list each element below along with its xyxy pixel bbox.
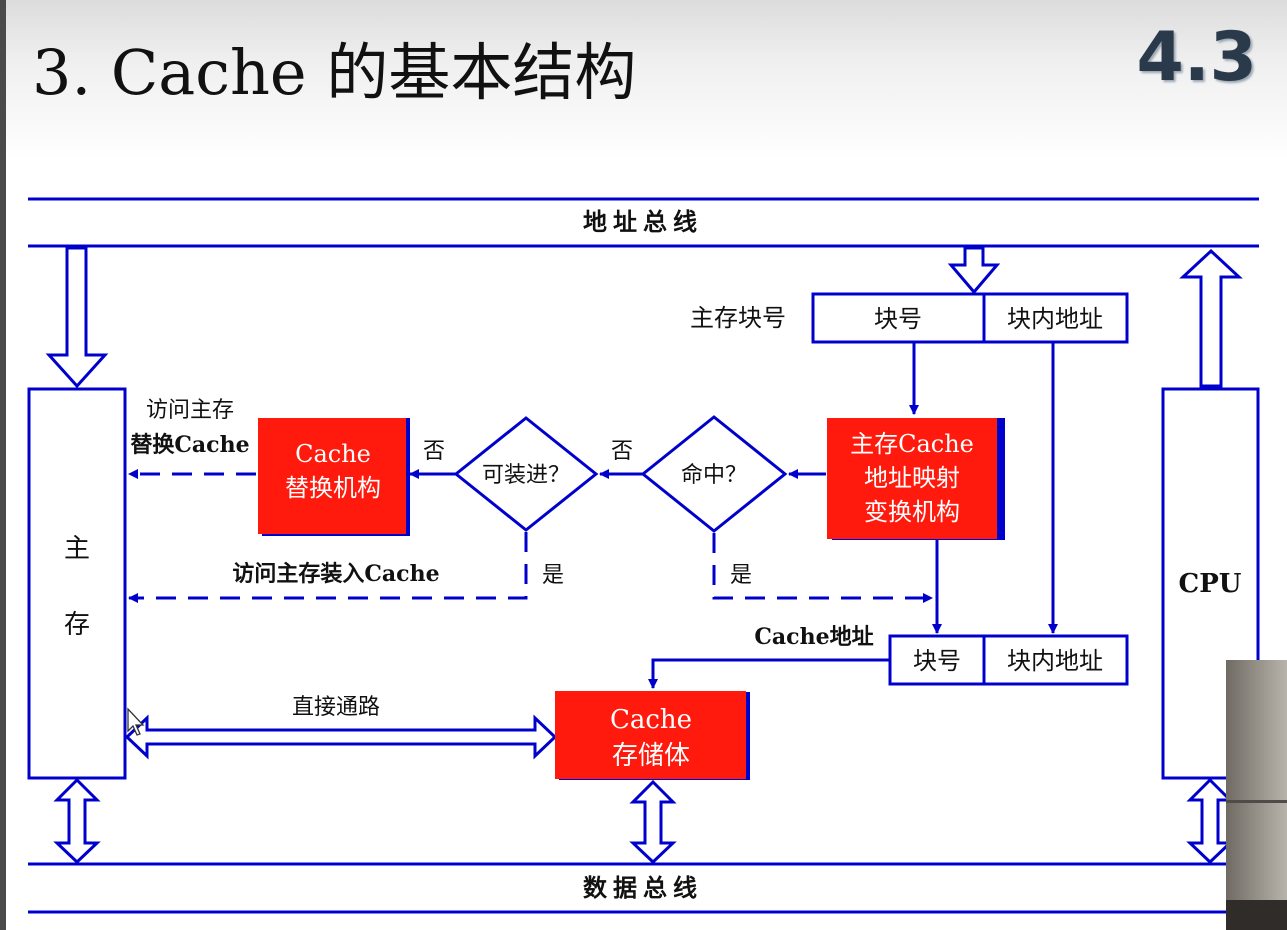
- mapping-unit-line3: 变换机构: [864, 498, 960, 526]
- cache-storage-box: [555, 691, 746, 779]
- cache-storage-line2: 存储体: [612, 741, 690, 771]
- arrow-cpu-to-addrbus: [1179, 248, 1243, 388]
- hit-yes-label: 是: [730, 563, 752, 588]
- hit-decision-label: 命中？: [681, 463, 747, 488]
- mouse-cursor-icon: [127, 707, 145, 736]
- access-load-label: 访问主存装入Cache: [232, 561, 439, 587]
- main-addr-register: [811, 292, 1129, 344]
- access-replace-label-1: 访问主存: [146, 398, 234, 423]
- hit-no-label: 否: [611, 439, 633, 464]
- address-bus: [28, 197, 1259, 248]
- overlay-divider: [1226, 800, 1287, 803]
- loadable-decision-label: 可装进？: [482, 463, 570, 488]
- main-memory-label-1: 主: [64, 534, 90, 564]
- dashed-hit-yes-to-cache: [712, 533, 933, 603]
- mapping-unit-line1: 主存Cache: [850, 430, 974, 458]
- presenter-video-overlay: [1226, 660, 1287, 930]
- arrow-direct-path: [124, 714, 558, 760]
- main-memory-label-2: 存: [64, 610, 90, 640]
- replace-unit-line2: 替换机构: [285, 474, 381, 502]
- main-block-label: 主存块号: [690, 304, 786, 332]
- loadable-no-label: 否: [423, 439, 445, 464]
- arrow-addrbus-to-main: [45, 246, 109, 389]
- arrow-main-databus: [53, 777, 101, 865]
- main-memory-box: [27, 387, 127, 780]
- data-bus-label: 数据总线: [583, 873, 703, 902]
- cpu-label: CPU: [1179, 569, 1242, 599]
- cache-addr-label: Cache地址: [754, 624, 873, 650]
- slide-title: 3. Cache 的基本结构: [32, 36, 637, 109]
- cache-addr-offset: 块内地址: [1007, 647, 1103, 675]
- address-bus-label: 地址总线: [583, 207, 703, 236]
- access-replace-label-2: 替换Cache: [130, 432, 249, 458]
- cache-addr-block: 块号: [913, 647, 961, 675]
- replace-unit-line1: Cache: [295, 440, 371, 468]
- arrow-cache-addr-to-storage: [648, 658, 889, 689]
- mapping-unit-line2: 地址映射: [864, 464, 960, 492]
- arrow-addrbus-to-mainaddr: [947, 246, 1001, 295]
- slide-number: 4.3: [1136, 18, 1257, 97]
- loadable-decision-diamond: [453, 416, 599, 532]
- dashed-loadable-yes-to-main: [128, 532, 528, 603]
- cache-addr-register: [888, 634, 1129, 686]
- arrow-cpu-databus: [1186, 777, 1234, 865]
- cache-storage-line1: Cache: [610, 705, 692, 735]
- arrow-cache-databus: [629, 779, 677, 865]
- hit-decision-diamond: [640, 415, 788, 533]
- direct-path-label: 直接通路: [292, 695, 380, 720]
- main-addr-block: 块号: [874, 305, 922, 333]
- window-edge: [0, 0, 6, 930]
- replace-unit-box: [258, 418, 406, 534]
- main-addr-offset: 块内地址: [1007, 305, 1103, 333]
- mapping-unit-box: [827, 418, 997, 539]
- loadable-yes-label: 是: [542, 563, 564, 588]
- overlay-shadow: [1226, 900, 1287, 930]
- data-bus: [28, 862, 1259, 914]
